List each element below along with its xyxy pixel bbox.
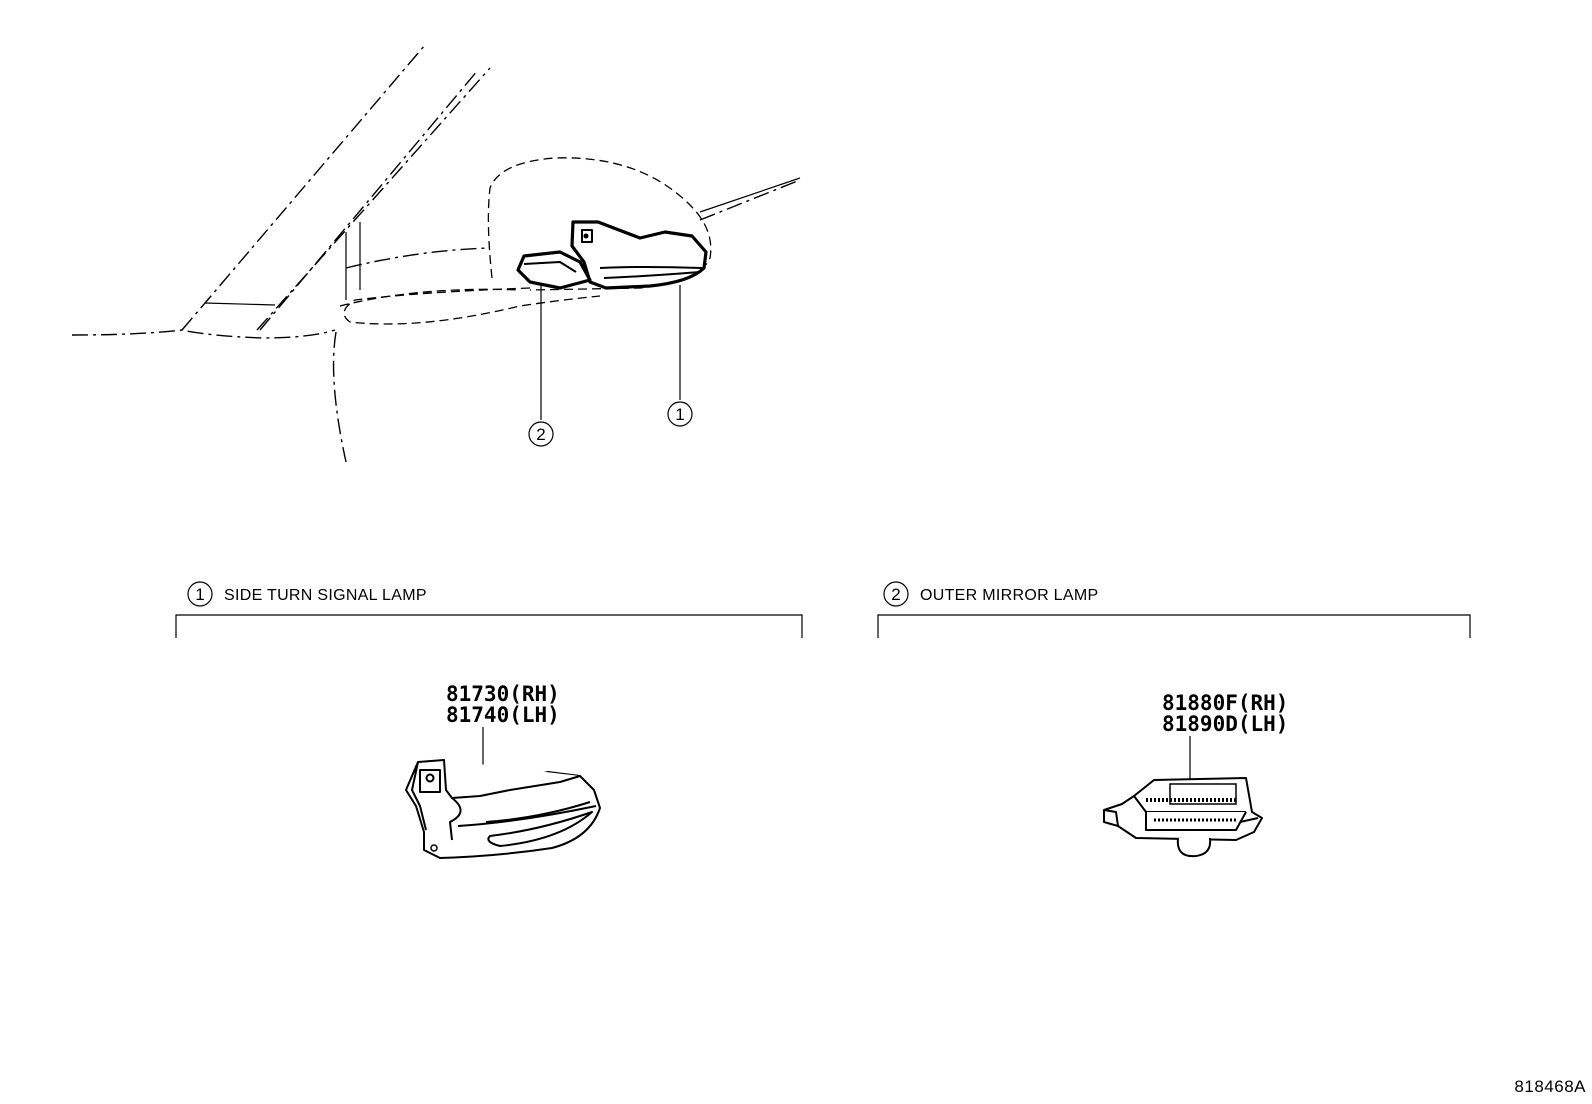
side-turn-signal-lamp-drawing	[405, 759, 601, 859]
section-1-title: SIDE TURN SIGNAL LAMP	[224, 587, 427, 604]
svg-text:1: 1	[675, 405, 684, 424]
vehicle-phantom-outline	[71, 44, 801, 463]
part-number-81890d-lh: 81890D(LH)	[1162, 712, 1288, 736]
callout-1: 1	[667, 401, 693, 427]
outer-mirror-lamp-drawing	[1103, 777, 1263, 858]
section-2-number-circle	[883, 581, 909, 607]
part-number-81730-rh: 81730(RH)	[446, 682, 560, 706]
section-2-number: 2	[891, 585, 900, 604]
installed-side-turn-signal-lamp	[570, 220, 708, 290]
callout-2: 2	[528, 421, 554, 447]
part-number-81740-lh: 81740(LH)	[446, 703, 560, 727]
section-2-title: OUTER MIRROR LAMP	[920, 587, 1098, 604]
section-1-number-circle	[187, 581, 213, 607]
section-outer-mirror-lamp: 2 OUTER MIRROR LAMP 81880F(RH) 81890D(LH…	[877, 581, 1471, 858]
part-number-81880f-rh: 81880F(RH)	[1162, 691, 1288, 715]
installed-outer-mirror-lamp	[516, 250, 592, 290]
section-2-bracket	[877, 614, 1471, 638]
drawing-code: 818468A	[1514, 1077, 1586, 1096]
section-1-number: 1	[195, 585, 204, 604]
svg-text:2: 2	[536, 425, 545, 444]
section-1-bracket	[175, 614, 803, 638]
section-side-turn-signal-lamp: 1 SIDE TURN SIGNAL LAMP 81730(RH) 81740(…	[175, 581, 803, 859]
